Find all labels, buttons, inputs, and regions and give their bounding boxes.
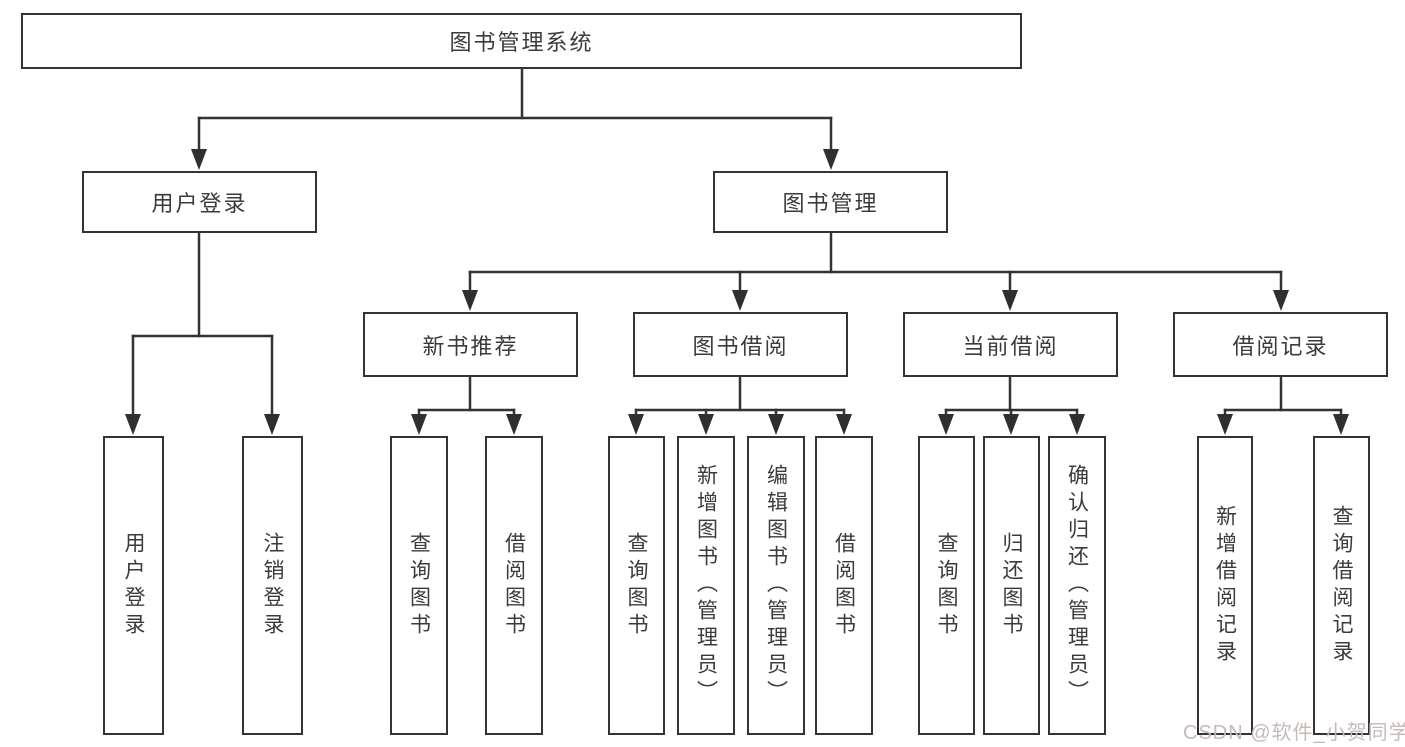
leaf-edit-book-admin-label: 编辑图书（管理员）	[764, 464, 788, 707]
leaf-confirm-return-admin-label: 确认归还（管理员）	[1065, 464, 1089, 707]
node-borrowing-records: 借阅记录	[1173, 312, 1388, 377]
node-new-book-recommend: 新书推荐	[363, 312, 578, 377]
leaf-borrow-books-recommend-label: 借阅图书	[502, 531, 526, 640]
leaf-query-books-recommend: 查询图书	[390, 436, 448, 735]
leaf-query-books-current: 查询图书	[918, 436, 975, 735]
leaf-add-book-admin: 新增图书（管理员）	[677, 436, 735, 735]
leaf-borrow-books-borrowing: 借阅图书	[815, 436, 873, 735]
leaf-query-books-recommend-label: 查询图书	[407, 531, 431, 640]
leaf-add-borrow-record: 新增借阅记录	[1197, 436, 1253, 735]
leaf-query-borrow-record-label: 查询借阅记录	[1330, 504, 1353, 667]
leaf-query-books-current-label: 查询图书	[935, 531, 958, 640]
node-book-borrowing: 图书借阅	[633, 312, 848, 377]
node-book-management: 图书管理	[713, 171, 948, 233]
leaf-return-books: 归还图书	[983, 436, 1040, 735]
leaf-edit-book-admin: 编辑图书（管理员）	[747, 436, 805, 735]
node-user-login: 用户登录	[82, 171, 317, 233]
leaf-user-login-label: 用户登录	[122, 531, 145, 640]
leaf-query-borrow-record: 查询借阅记录	[1313, 436, 1370, 735]
leaf-query-books-borrowing: 查询图书	[608, 436, 665, 735]
leaf-return-books-label: 归还图书	[1000, 531, 1023, 640]
leaf-add-book-admin-label: 新增图书（管理员）	[694, 464, 718, 707]
leaf-add-borrow-record-label: 新增借阅记录	[1213, 504, 1237, 667]
leaf-borrow-books-recommend: 借阅图书	[485, 436, 543, 735]
leaf-query-books-borrowing-label: 查询图书	[625, 531, 648, 640]
leaf-logout-label: 注销登录	[261, 531, 284, 640]
leaf-borrow-books-borrowing-label: 借阅图书	[832, 531, 856, 640]
csdn-watermark: CSDN @软件_小贺同学	[1183, 722, 1405, 744]
leaf-user-login: 用户登录	[103, 436, 164, 735]
leaf-logout: 注销登录	[242, 436, 303, 735]
node-library-management-system: 图书管理系统	[21, 13, 1022, 69]
node-current-borrowing: 当前借阅	[903, 312, 1118, 377]
leaf-confirm-return-admin: 确认归还（管理员）	[1048, 436, 1106, 735]
arrowhead-group	[125, 149, 1349, 435]
